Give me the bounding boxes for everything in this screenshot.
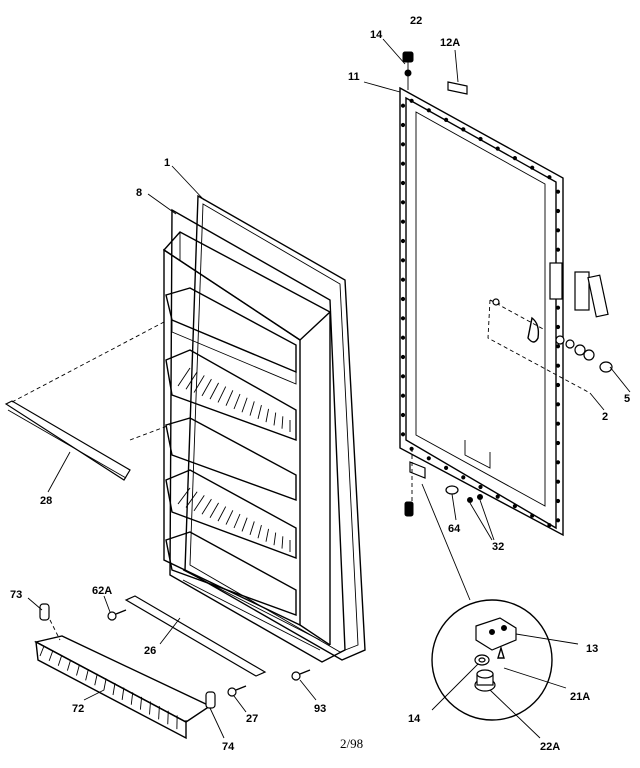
leader-lines [27,38,631,739]
label-1: 1 [164,157,170,169]
label-62a: 62A [92,585,112,597]
label-13: 13 [586,643,598,655]
inner-door-liner [162,194,366,663]
handle-assembly [487,262,613,394]
label-22a: 22A [540,741,560,753]
label-22-top: 22 [410,15,422,27]
label-5: 5 [624,393,630,405]
label-11: 11 [348,71,360,83]
label-73: 73 [10,589,22,601]
label-32: 32 [492,541,504,553]
label-74: 74 [222,741,235,753]
label-12a: 12A [440,37,460,49]
label-2: 2 [602,411,608,423]
label-27: 27 [246,713,258,725]
bottom-trim-26 [124,569,321,677]
part-labels: 1 8 11 14 22 12A 5 2 64 32 13 21A 14 22A… [10,15,630,753]
screw-27 [227,685,247,697]
bottom-rack-72 [34,635,212,740]
label-21a: 21A [570,691,590,703]
screw-93 [291,669,311,681]
label-72: 72 [72,703,84,715]
outer-door-panel [399,86,564,537]
footer-code: 2/98 [340,736,363,751]
shelf-bar-28 [4,321,171,481]
door-shelves [165,287,297,616]
label-plate-12a [447,81,468,95]
label-26: 26 [144,645,156,657]
label-28: 28 [40,495,52,507]
label-64: 64 [448,523,461,535]
label-93: 93 [314,703,326,715]
hinge-detail-circle [431,599,553,721]
lower-hinge-parts [404,448,483,601]
clip-74 [205,691,216,709]
label-8: 8 [136,187,142,199]
label-14-top: 14 [370,29,383,41]
clip-73 [39,603,61,641]
top-fastener-22 [402,51,414,90]
label-14-detail: 14 [408,713,421,725]
screw-62a [107,609,127,621]
